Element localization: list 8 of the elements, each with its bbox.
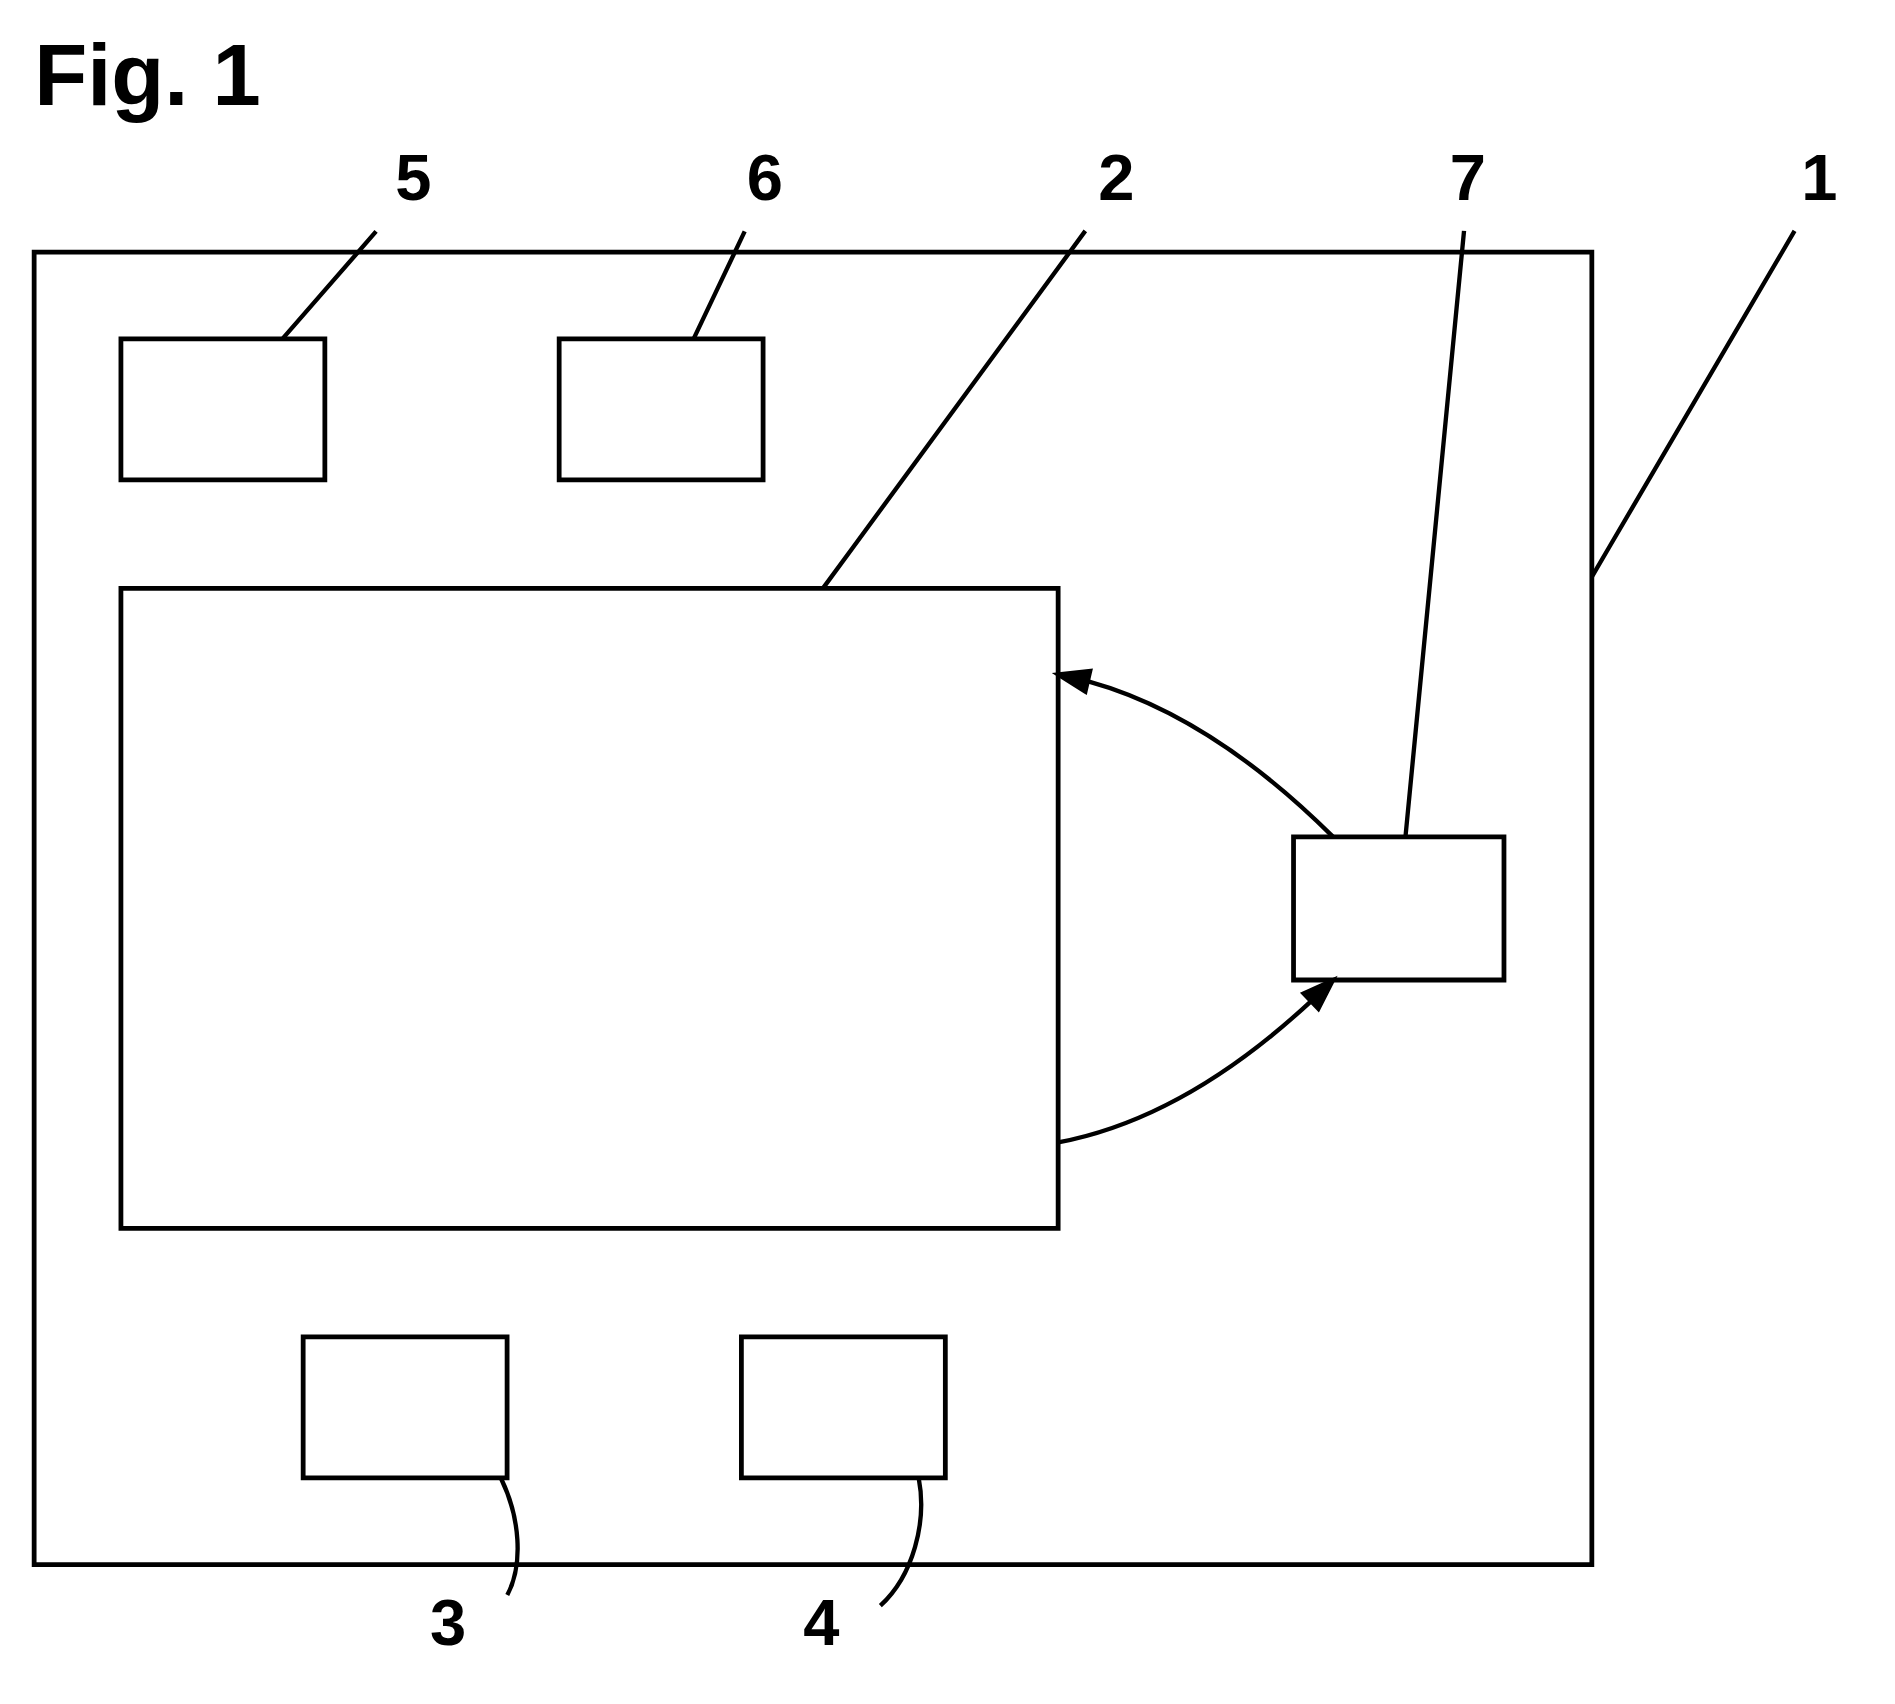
diagram-title: Fig. 1 — [34, 25, 261, 123]
node-text: 3 — [430, 1585, 467, 1659]
node-text: 6 — [746, 141, 784, 215]
node-text: 2 — [1098, 141, 1135, 215]
node-text: 5 — [395, 141, 432, 215]
node-text: 7 — [1449, 141, 1486, 215]
node-text: 1 — [1801, 141, 1838, 215]
node-text: 4 — [803, 1585, 840, 1659]
